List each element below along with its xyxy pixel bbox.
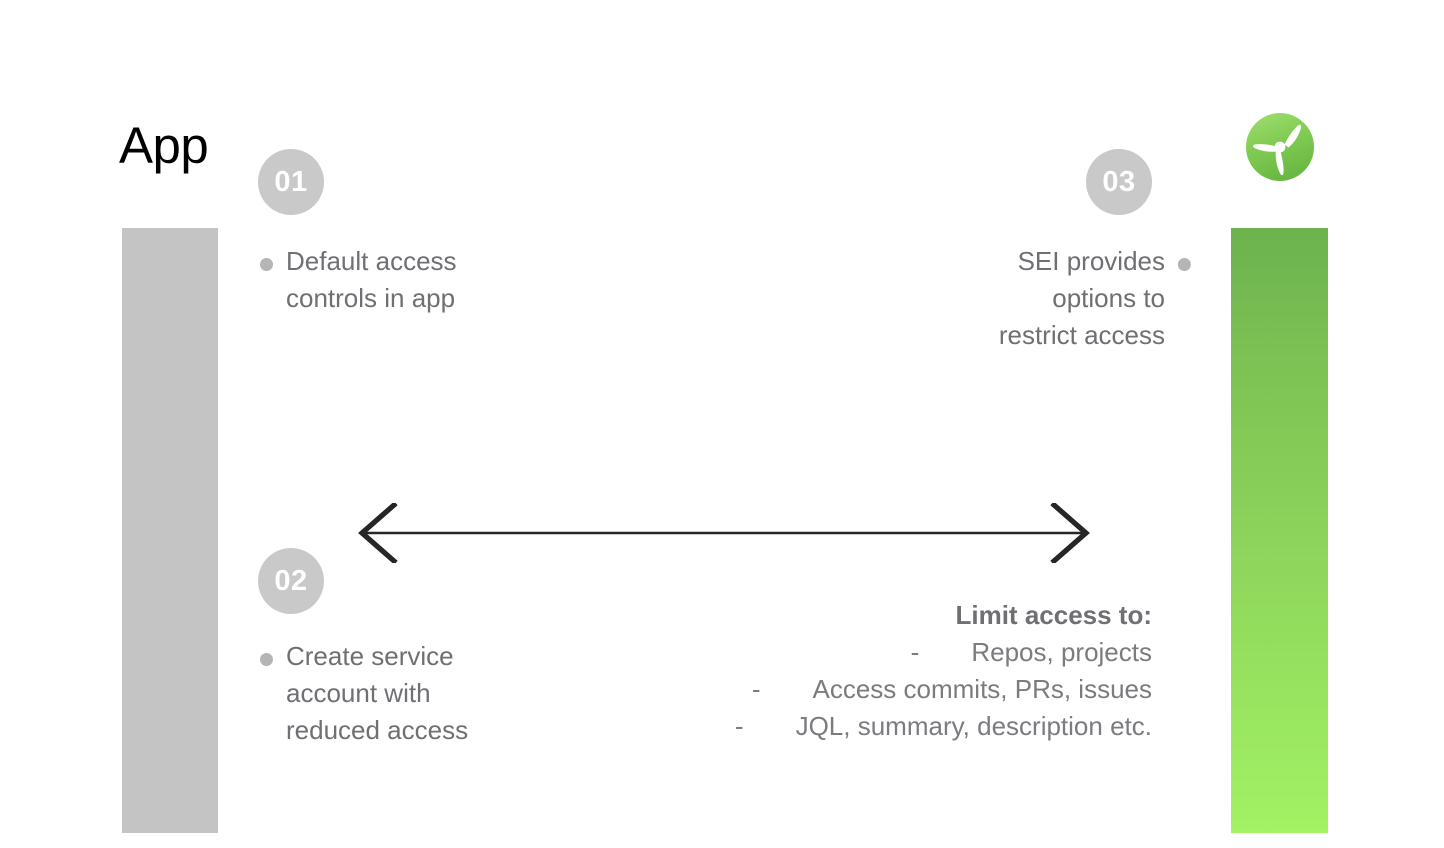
dash-marker: - bbox=[734, 711, 744, 741]
step-badge-03: 03 bbox=[1086, 149, 1152, 215]
dash-marker: - bbox=[910, 637, 920, 667]
dash-marker: - bbox=[751, 674, 761, 704]
limit-access-list: Limit access to: - Repos, projects - Acc… bbox=[735, 597, 1152, 745]
double-headed-arrow-icon bbox=[348, 501, 1100, 565]
step-item-02: Create service account with reduced acce… bbox=[260, 638, 468, 749]
limit-access-item: JQL, summary, description etc. bbox=[795, 711, 1152, 741]
bullet-dot-icon bbox=[260, 653, 273, 666]
step-text-02: Create service account with reduced acce… bbox=[286, 641, 469, 745]
limit-access-item: Access commits, PRs, issues bbox=[812, 674, 1152, 704]
limit-access-heading: Limit access to: bbox=[955, 600, 1152, 630]
step-text-01: Default access controls in app bbox=[286, 246, 457, 313]
step-text-03: SEI provides options to restrict access bbox=[998, 246, 1165, 350]
step-badge-02: 02 bbox=[258, 548, 324, 614]
limit-access-row: - JQL, summary, description etc. bbox=[735, 708, 1152, 745]
page-title: App bbox=[119, 117, 209, 174]
limit-access-row: - Repos, projects bbox=[735, 634, 1152, 671]
step-item-01: Default access controls in app bbox=[260, 243, 457, 317]
step-item-03: SEI provides options to restrict access bbox=[999, 243, 1191, 354]
step-badge-01: 01 bbox=[258, 149, 324, 215]
right-green-gradient-bar bbox=[1231, 228, 1328, 833]
left-gray-bar bbox=[122, 228, 218, 833]
limit-access-row: - Access commits, PRs, issues bbox=[735, 671, 1152, 708]
bullet-dot-icon bbox=[260, 258, 273, 271]
limit-access-item: Repos, projects bbox=[971, 637, 1152, 667]
propeller-logo-icon bbox=[1244, 111, 1316, 183]
bullet-dot-icon bbox=[1178, 258, 1191, 271]
